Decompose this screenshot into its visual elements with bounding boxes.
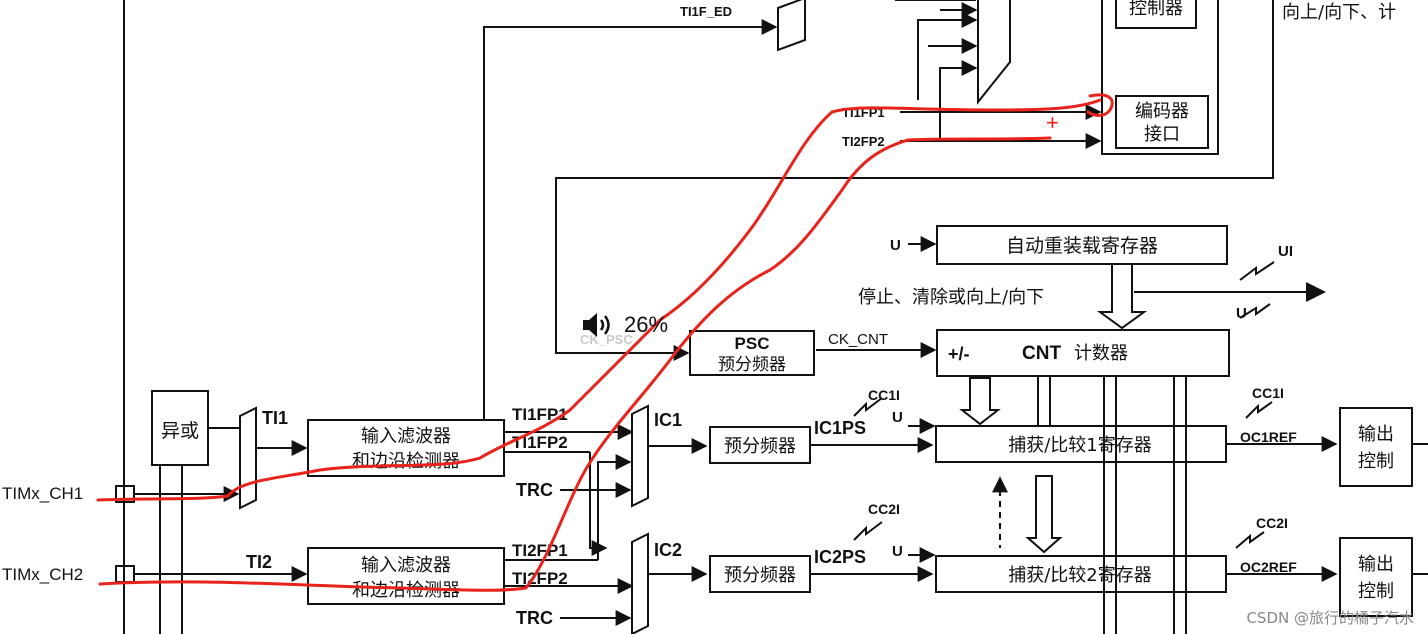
signal-oc1ref: OC1REF [1240,429,1297,445]
annotation-curl [1086,93,1114,117]
psc-label: PSC [735,334,770,353]
signal-ti1fp1: TI1FP1 [512,405,568,424]
output-ctrl-1-label-b: 控制 [1358,451,1394,472]
signal-u-cc2: U [892,543,903,560]
signal-ti1f-ed: TI1F_ED [680,4,732,19]
signal-ti2fp1: TI2FP1 [512,541,568,560]
signal-ti2: TI2 [246,552,272,572]
encoder-ctrl-label: 控制器 [1129,0,1183,19]
signal-cc2i-in: CC2I [868,501,900,517]
edge-detector-2-label: 和边沿检测器 [352,580,460,601]
input-filter-1-label: 输入滤波器 [361,426,451,447]
volume-level-text: 26% [624,312,669,337]
output-ctrl-2-label-b: 控制 [1358,581,1394,602]
psc-prescaler-label: 预分频器 [718,355,786,375]
stop-clear-label: 停止、清除或向上/向下 [858,287,1044,308]
xor-label: 异或 [161,420,199,442]
signal-trc-2: TRC [516,608,553,628]
signal-cc1i-out: CC1I [1252,385,1284,401]
cnt-counter-label: 计数器 [1074,343,1128,364]
signal-ti2fp2-top: TI2FP2 [842,134,885,149]
signal-trc-1: TRC [516,480,553,500]
capture-compare-1-label: 捕获/比较1寄存器 [1008,435,1152,456]
csdn-watermark: CSDN @旅行的橘子汽水 [1246,609,1414,627]
prescaler-ic1-label: 预分频器 [724,436,796,457]
signal-ck-cnt: CK_CNT [828,331,888,348]
signal-ti1fp2: TI1FP2 [512,433,568,452]
signal-ck-psc: CK_PSC [580,332,633,347]
signal-ui: UI [1278,243,1293,260]
auto-reload-register-label: 自动重装载寄存器 [1006,235,1158,257]
signal-ti1: TI1 [262,408,288,428]
signal-cc1i-in: CC1I [868,387,900,403]
event-flag-marks [853,261,1275,549]
output-ctrl-2-label-a: 输出 [1358,554,1394,575]
speaker-icon [583,313,610,337]
signal-ic1: IC1 [654,410,682,430]
output-ctrl-1-label-a: 输出 [1358,424,1394,445]
capture-compare-2-label: 捕获/比较2寄存器 [1008,565,1152,586]
pin-timx-ch1: TIMx_CH1 [2,484,83,503]
signal-ic2: IC2 [654,540,682,560]
annotation-path-ch2 [98,136,1052,592]
signal-oc2ref: OC2REF [1240,559,1297,575]
input-filter-2-label: 输入滤波器 [361,555,451,576]
top-right-text: 向上/向下、计 [1282,2,1396,23]
annotation-path-ch1 [96,98,1102,502]
signal-u-cc1: U [892,409,903,426]
signal-ti2fp2: TI2FP2 [512,569,568,588]
signal-u-arr: U [890,237,901,254]
edge-detector-1-label: 和边沿检测器 [352,451,460,472]
cnt-label: CNT [1022,343,1061,364]
encoder-interface-label-1: 编码器 [1135,101,1189,122]
prescaler-ic2-label: 预分频器 [724,565,796,586]
signal-ic2ps: IC2PS [814,547,866,567]
annotation-plus-mark: + [1046,110,1059,135]
encoder-interface-label-2: 接口 [1144,124,1180,145]
signal-cc2i-out: CC2I [1256,515,1288,531]
signal-ic1ps: IC1PS [814,418,866,438]
cnt-direction-label: +/- [948,344,970,364]
red-annotation: + [96,93,1114,592]
volume-osd: 26% [580,305,668,345]
signal-u-right: U [1236,305,1247,322]
pin-timx-ch2: TIMx_CH2 [2,565,83,584]
